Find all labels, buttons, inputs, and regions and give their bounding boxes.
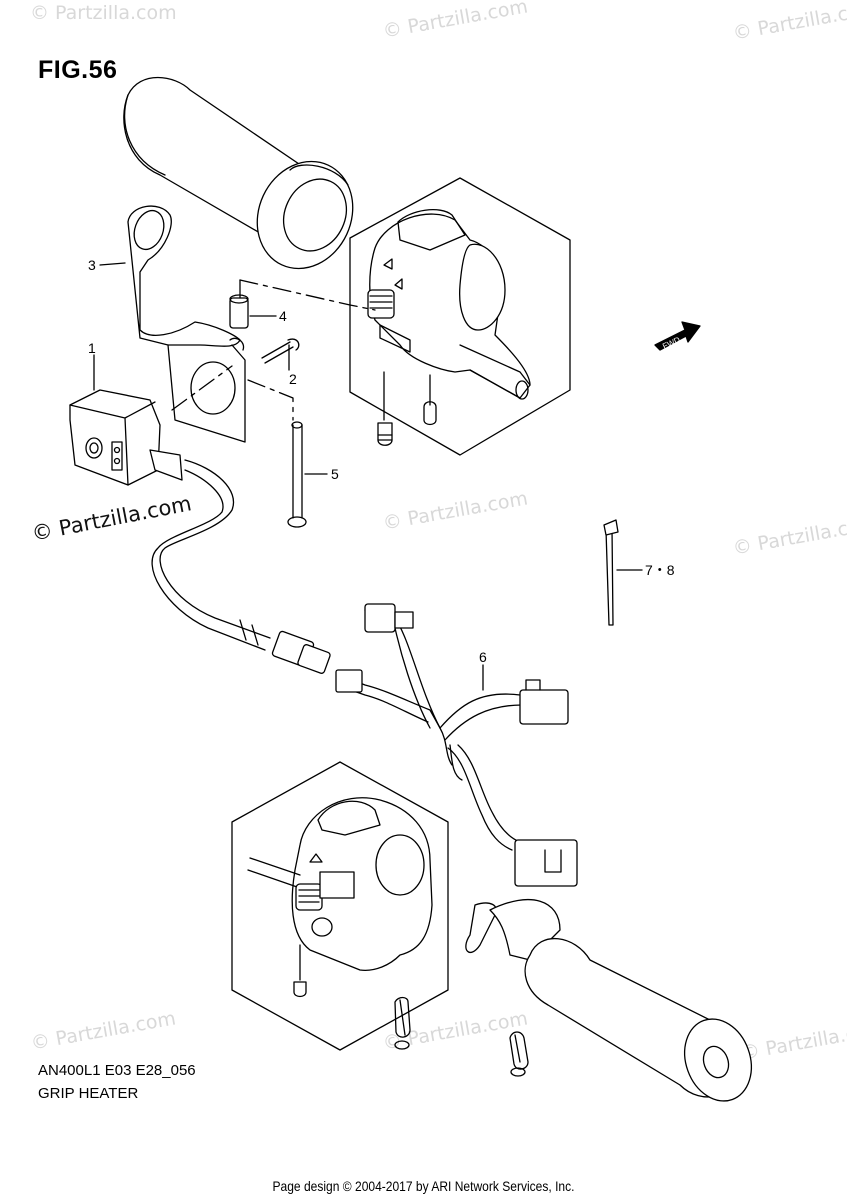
fwd-label: FWD: [661, 335, 682, 351]
diagram-name-label: GRIP HEATER: [38, 1085, 139, 1102]
right-switch-assembly: [367, 209, 531, 446]
cable-tie-part-7-8: [603, 519, 619, 626]
callout-2: 2: [289, 371, 297, 387]
screw-part-2: [261, 338, 300, 364]
callout-6: 6: [479, 649, 487, 665]
callout-7-8: 7・8: [645, 562, 675, 578]
spacer-part-4: [229, 294, 249, 329]
callout-3: 3: [88, 257, 96, 273]
bracket-part-3: [127, 205, 246, 443]
callout-4: 4: [279, 308, 287, 324]
left-grip: [123, 76, 354, 270]
right-grip: [465, 898, 752, 1102]
left-switch-hexagon: [231, 761, 449, 1051]
wiring-harness: [151, 459, 578, 887]
callout-5: 5: [331, 466, 339, 482]
callout-labels: 1 2 3 4 5 6 7・8: [88, 257, 675, 665]
left-switch-assembly: [247, 797, 433, 1050]
heater-controller-part-1: [69, 389, 183, 486]
figure-title: FIG.56: [38, 56, 118, 84]
right-switch-hexagon: [349, 177, 571, 456]
assembly-lines: [171, 279, 376, 421]
page-footer: Page design © 2004-2017 by ARI Network S…: [272, 1178, 575, 1194]
watermark: © Partzilla.com: [30, 2, 177, 24]
fwd-direction-icon: FWD: [654, 321, 701, 351]
callout-leaders: [93, 262, 643, 691]
callout-1: 1: [88, 340, 96, 356]
model-code-label: AN400L1 E03 E28_056: [38, 1062, 196, 1079]
long-screw-part-5: [287, 421, 307, 528]
